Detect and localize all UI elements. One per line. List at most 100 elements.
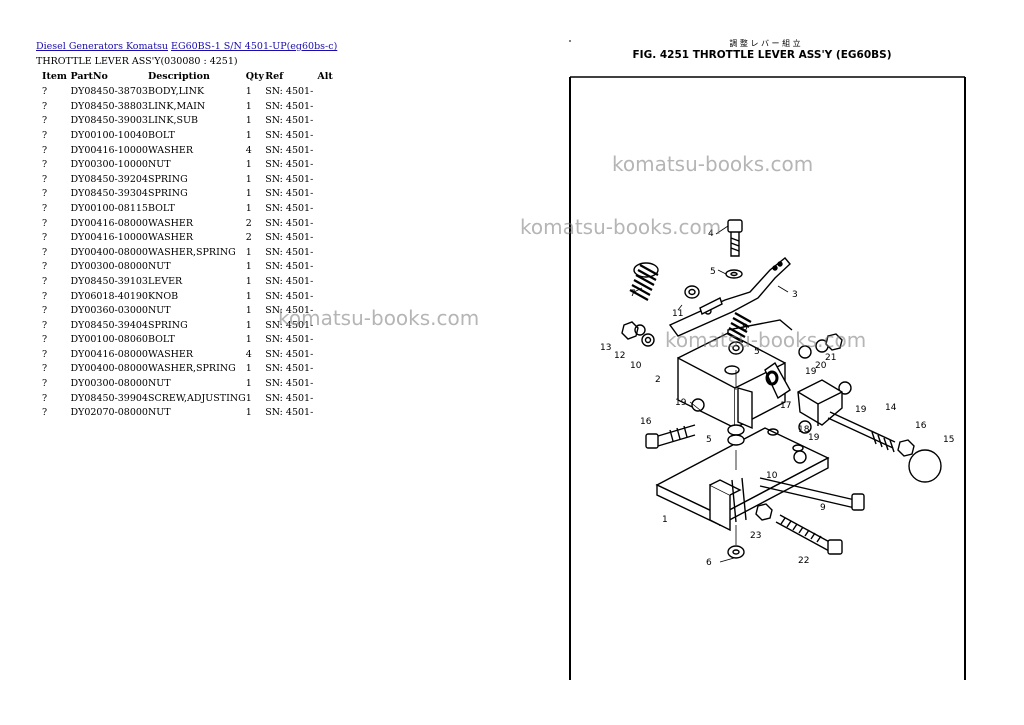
cell-item: ?	[42, 378, 48, 390]
cell-item: ?	[42, 144, 48, 156]
svg-text:20: 20	[815, 361, 827, 371]
cell-qty: 4	[245, 348, 252, 360]
svg-text:19: 19	[855, 405, 867, 415]
cell-ref: SN: 4501-	[265, 392, 314, 404]
cell-item: ?	[42, 246, 48, 258]
cell-ref: SN: 4501-	[265, 173, 314, 185]
cell-alt	[317, 348, 336, 363]
svg-text:23: 23	[750, 531, 761, 541]
cell-description: NUT	[147, 261, 171, 273]
svg-text:11: 11	[672, 309, 683, 319]
cell-item: ?	[42, 290, 48, 302]
cell-description: WASHER,SPRING	[147, 363, 236, 375]
cell-partno: DY00300-08000	[70, 261, 148, 273]
cell-alt	[317, 275, 336, 290]
cell-description: SPRING	[147, 319, 188, 331]
svg-text:19: 19	[675, 398, 687, 408]
svg-text:5: 5	[706, 435, 712, 445]
svg-text:6: 6	[706, 558, 712, 568]
svg-text:7: 7	[630, 289, 636, 299]
svg-text:12: 12	[614, 351, 625, 361]
cell-qty: 1	[245, 246, 252, 258]
parts-table: Item PartNo Description Qty Ref Alt ?DY0…	[36, 70, 336, 421]
breadcrumb-link-model[interactable]: EG60BS-1 S/N 4501-UP(eg60bs-c)	[171, 41, 338, 52]
cell-qty: 1	[245, 378, 252, 390]
cell-item: ?	[42, 129, 48, 141]
column-header-item: Item	[42, 71, 67, 83]
svg-text:19: 19	[808, 433, 820, 443]
cell-ref: SN: 4501-	[265, 129, 314, 141]
cell-alt	[317, 158, 336, 173]
column-header-qty: Qty	[245, 71, 264, 83]
cell-qty: 2	[245, 232, 252, 244]
cell-ref: SN: 4501-	[265, 159, 314, 171]
cell-qty: 1	[245, 275, 252, 287]
cell-alt	[317, 144, 336, 159]
cell-partno: DY00400-08000	[70, 363, 148, 375]
cell-qty: 1	[245, 115, 252, 127]
cell-alt	[317, 392, 336, 407]
page-title: THROTTLE LEVER ASS'Y(030080 : 4251)	[36, 55, 238, 67]
svg-text:21: 21	[825, 353, 836, 363]
cell-alt	[317, 377, 336, 392]
cell-description: NUT	[147, 378, 171, 390]
cell-qty: 1	[245, 261, 252, 273]
cell-ref: SN: 4501-	[265, 232, 314, 244]
cell-ref: SN: 4501-	[265, 144, 314, 156]
svg-text:22: 22	[798, 556, 809, 566]
cell-partno: DY00416-08000	[70, 217, 148, 229]
cell-qty: 2	[245, 217, 252, 229]
cell-ref: SN: 4501-	[265, 319, 314, 331]
cell-item: ?	[42, 319, 48, 331]
cell-item: ?	[42, 348, 48, 360]
cell-ref: SN: 4501-	[265, 334, 314, 346]
cell-description: WASHER	[147, 217, 194, 229]
cell-description: LEVER	[147, 275, 183, 287]
svg-text:15: 15	[943, 435, 954, 445]
cell-ref: SN: 4501-	[265, 348, 314, 360]
cell-item: ?	[42, 100, 48, 112]
cell-description: BODY,LINK	[147, 86, 205, 98]
cell-description: SCREW,ADJUSTING	[147, 392, 246, 404]
cell-alt	[317, 217, 336, 232]
diagram-figure-title: FIG. 4251 THROTTLE LEVER ASS'Y (EG60BS)	[633, 49, 892, 61]
cell-ref: SN: 4501-	[265, 407, 314, 419]
svg-text:3: 3	[792, 290, 798, 300]
cell-item: ?	[42, 115, 48, 127]
cell-alt	[317, 114, 336, 129]
column-header-alt: Alt	[317, 71, 333, 83]
cell-ref: SN: 4501-	[265, 217, 314, 229]
cell-partno: DY02070-08000	[70, 407, 148, 419]
cell-item: ?	[42, 363, 48, 375]
cell-qty: 1	[245, 407, 252, 419]
cell-description: SPRING	[147, 188, 188, 200]
cell-alt	[317, 187, 336, 202]
block-18	[797, 379, 843, 426]
cell-alt	[317, 290, 336, 305]
cell-item: ?	[42, 261, 48, 273]
cell-ref: SN: 4501-	[265, 275, 314, 287]
cell-description: NUT	[147, 407, 171, 419]
cell-qty: 1	[245, 188, 252, 200]
breadcrumb-link-catalog[interactable]: Diesel Generators Komatsu	[36, 41, 169, 52]
cell-description: BOLT	[147, 129, 175, 141]
lever	[668, 257, 791, 337]
cell-description: SPRING	[147, 173, 188, 185]
cell-partno: DY00300-10000	[70, 159, 148, 171]
cell-alt	[317, 406, 336, 421]
cell-ref: SN: 4501-	[265, 202, 314, 214]
cell-partno: DY00416-08000	[70, 348, 148, 360]
cell-alt	[317, 85, 336, 100]
cell-alt	[317, 231, 336, 246]
